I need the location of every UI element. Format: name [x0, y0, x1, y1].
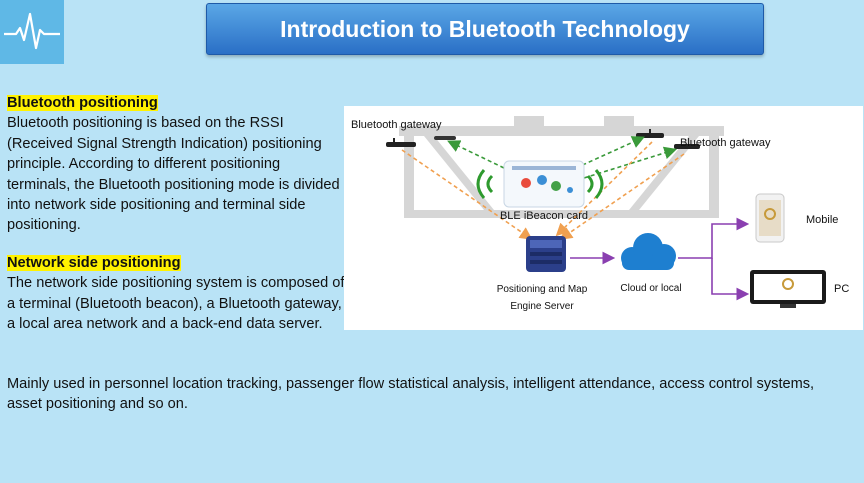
- ibeacon-card-icon: [503, 160, 585, 208]
- cloud-mobile-arrow: [678, 217, 750, 259]
- cloud-label: Cloud or local: [620, 283, 681, 294]
- data-arrow: [555, 141, 653, 237]
- title-bar: Introduction to Bluetooth Technology: [206, 3, 764, 55]
- gateway-right-label: Bluetooth gateway: [680, 137, 771, 149]
- usage-paragraph: Mainly used in personnel location tracki…: [7, 376, 815, 413]
- section-body: The network side positioning system is c…: [7, 275, 345, 333]
- logo: [0, 0, 64, 64]
- section-bluetooth-positioning: Bluetooth positioning Bluetooth position…: [7, 93, 347, 236]
- page-title: Introduction to Bluetooth Technology: [280, 15, 690, 42]
- section-heading: Bluetooth positioning: [7, 95, 158, 111]
- signal-arrow: [447, 140, 505, 169]
- mobile-label: Mobile: [806, 214, 838, 226]
- heartbeat-icon: [4, 12, 60, 50]
- cloud-icon: [621, 233, 676, 270]
- positioning-diagram: BLE iBeacon card Positioning and Map Eng…: [344, 106, 863, 330]
- monitor-icon: [750, 270, 826, 308]
- signal-waves-icon: [476, 169, 604, 199]
- building-background: [399, 116, 724, 218]
- pc-label: PC: [834, 283, 849, 295]
- server-icon: [526, 236, 566, 272]
- server-label-line2: Engine Server: [510, 301, 574, 312]
- section-heading: Network side positioning: [7, 255, 181, 271]
- section-network-side-positioning: Network side positioning The network sid…: [7, 253, 347, 335]
- data-arrow: [401, 149, 533, 240]
- data-arrow: [559, 153, 685, 240]
- section-body: Bluetooth positioning is based on the RS…: [7, 115, 340, 234]
- signal-arrow: [575, 136, 645, 169]
- mobile-phone-icon: [755, 193, 785, 243]
- gateway-left-label: Bluetooth gateway: [351, 119, 442, 131]
- card-label: BLE iBeacon card: [500, 210, 588, 222]
- server-label-line1: Positioning and Map: [497, 284, 588, 295]
- gateway-left-device: [386, 136, 456, 147]
- cloud-pc-arrow: [711, 258, 750, 301]
